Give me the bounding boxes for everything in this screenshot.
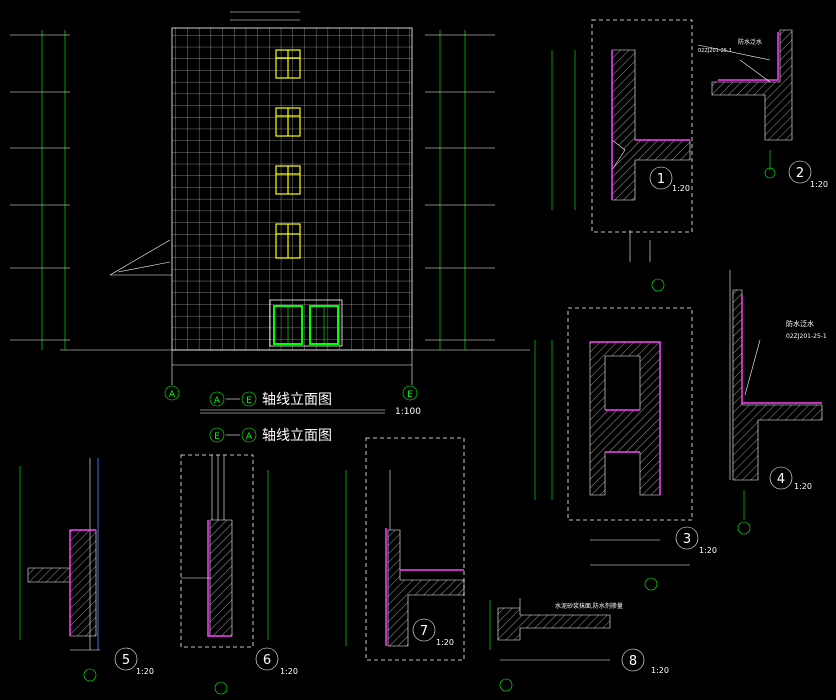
title2-axis-a: A (246, 432, 253, 442)
elevation-title-1: A E 轴线立面图 1:100 (200, 391, 421, 417)
detail-6-num: 6 (263, 653, 271, 668)
detail-7-num: 7 (420, 624, 428, 639)
detail-1-scale: 1:20 (672, 184, 690, 193)
detail-3-scale: 1:20 (699, 546, 717, 555)
title2-text: 轴线立面图 (262, 428, 332, 444)
detail-5-scale: 1:20 (136, 667, 154, 676)
detail-4: 防水泛水 02ZJ201-25-1 4 1:20 (729, 270, 827, 535)
detail-2-scale: 1:20 (810, 180, 828, 189)
detail-4-num: 4 (777, 472, 785, 487)
detail-7: 7 1:20 (345, 437, 465, 661)
detail-2-label: 防水泛水 (738, 38, 762, 46)
elevation-doors (269, 299, 343, 347)
detail-4-scale: 1:20 (794, 482, 812, 491)
left-level-column (10, 30, 70, 350)
elevation-windows (275, 49, 301, 259)
detail-4-waterproof: 防水泛水 (786, 319, 814, 328)
title2-axis-e: E (214, 432, 220, 442)
detail-8: 水泥砂浆抹面,防水剂掺量 8 1:20 (489, 598, 669, 692)
title1-axis-a: A (214, 396, 221, 406)
right-level-column (425, 30, 495, 350)
elevation-title-2: E A 轴线立面图 (209, 427, 332, 444)
title1-text: 轴线立面图 (262, 392, 332, 408)
axis-label-left: A (169, 390, 176, 400)
detail-2-num: 2 (796, 166, 804, 181)
detail-1: 1 1:20 (551, 19, 693, 292)
main-elevation: A E (60, 11, 530, 401)
detail-8-scale: 1:20 (651, 666, 669, 675)
detail-2-ref: 02ZJ201-25-1 (698, 48, 732, 54)
detail-1-num: 1 (657, 172, 665, 187)
detail-8-note: 水泥砂浆抹面,防水剂掺量 (555, 602, 623, 610)
detail-4-ref: 02ZJ201-25-1 (786, 333, 827, 340)
detail-7-scale: 1:20 (436, 638, 454, 647)
detail-5: 5 1:20 (19, 458, 154, 682)
detail-8-num: 8 (629, 654, 637, 669)
detail-2: 防水泛水 02ZJ201-25-1 2 1:20 (697, 29, 828, 189)
title1-axis-e: E (246, 396, 252, 406)
detail-3-num: 3 (683, 532, 691, 547)
detail-6: 6 1:20 (180, 454, 298, 695)
detail-6-scale: 1:20 (280, 667, 298, 676)
axis-label-right: E (407, 390, 413, 400)
title1-scale: 1:100 (395, 407, 421, 417)
detail-3: 3 1:20 (534, 307, 717, 591)
detail-5-num: 5 (122, 653, 130, 668)
